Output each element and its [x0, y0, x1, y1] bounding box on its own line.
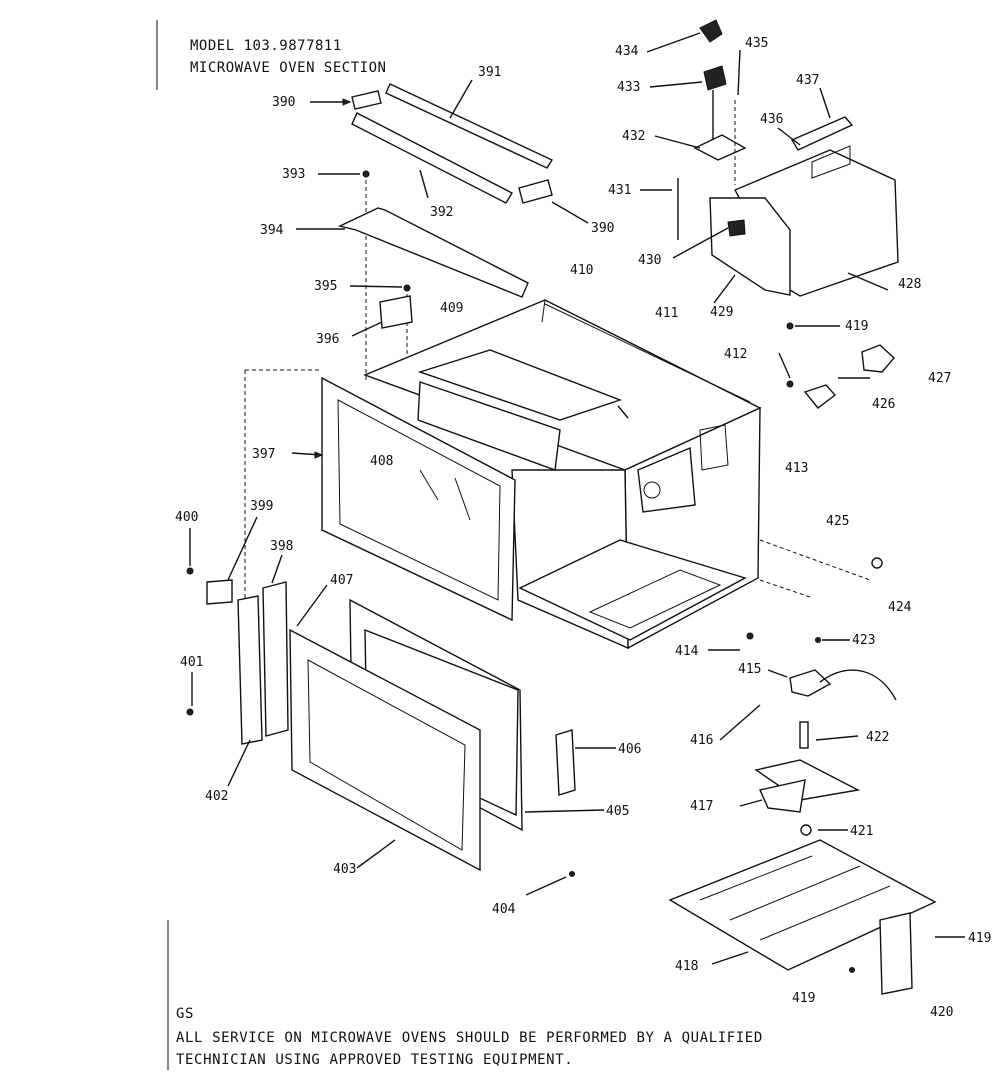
part-label-418: 418 [675, 959, 698, 974]
part-labels: 390 391 392 390 393 394 395 396 397 398 … [175, 36, 991, 1020]
part-label-401: 401 [180, 655, 203, 670]
part-label-419: 419 [845, 319, 868, 334]
service-notice-line-1: ALL SERVICE ON MICROWAVE OVENS SHOULD BE… [176, 1030, 763, 1046]
oven-cavity [363, 299, 883, 650]
part-label-428: 428 [898, 277, 921, 292]
part-label-398: 398 [270, 539, 293, 554]
part-label-391: 391 [478, 65, 501, 80]
section-title: MICROWAVE OVEN SECTION [190, 60, 387, 76]
part-label-402: 402 [205, 789, 228, 804]
part-label-412: 412 [724, 347, 747, 362]
part-label-415: 415 [738, 662, 761, 677]
part-label-420: 420 [930, 1005, 953, 1020]
part-label-425: 425 [826, 514, 849, 529]
part-label-408: 408 [370, 454, 393, 469]
door-frame [291, 376, 516, 622]
part-label-400: 400 [175, 510, 198, 525]
model-number: MODEL 103.9877811 [190, 38, 342, 54]
hinge-parts [186, 369, 320, 787]
part-label-406: 406 [618, 742, 641, 757]
part-label-426: 426 [872, 397, 895, 412]
part-label-413: 413 [785, 461, 808, 476]
part-label-407: 407 [330, 573, 353, 588]
part-label-414: 414 [675, 644, 699, 659]
fan-and-base [617, 344, 965, 995]
part-label-431: 431 [608, 183, 631, 198]
part-label-411: 411 [655, 306, 678, 321]
part-label-410: 410 [570, 263, 593, 278]
part-label-404: 404 [492, 902, 516, 917]
part-label-430: 430 [638, 253, 661, 268]
top-trim-rails [310, 79, 589, 224]
part-label-392: 392 [430, 205, 453, 220]
part-label-421: 421 [850, 824, 873, 839]
part-label-419: 419 [968, 931, 991, 946]
part-label-427: 427 [928, 371, 951, 386]
part-label-409: 409 [440, 301, 463, 316]
footer-code: GS [176, 1006, 195, 1022]
part-label-429: 429 [710, 305, 733, 320]
part-label-435: 435 [745, 36, 768, 51]
part-label-395: 395 [314, 279, 337, 294]
part-label-423: 423 [852, 633, 875, 648]
part-label-416: 416 [690, 733, 713, 748]
part-label-432: 432 [622, 129, 645, 144]
part-label-403: 403 [333, 862, 356, 877]
part-label-434: 434 [615, 44, 639, 59]
waveguide-assembly [640, 19, 899, 330]
part-label-393: 393 [282, 167, 305, 182]
part-label-433: 433 [617, 80, 640, 95]
part-label-417: 417 [690, 799, 713, 814]
part-label-390: 390 [272, 95, 295, 110]
part-label-405: 405 [606, 804, 629, 819]
part-label-390: 390 [591, 221, 614, 236]
door-assembly [289, 584, 616, 896]
part-label-437: 437 [796, 73, 819, 88]
part-label-394: 394 [260, 223, 284, 238]
part-label-422: 422 [866, 730, 889, 745]
part-label-419: 419 [792, 991, 815, 1006]
part-label-424: 424 [888, 600, 912, 615]
part-label-436: 436 [760, 112, 783, 127]
top-bracket-group [296, 170, 529, 385]
service-notice-line-2: TECHNICIAN USING APPROVED TESTING EQUIPM… [176, 1052, 574, 1068]
part-label-399: 399 [250, 499, 273, 514]
part-label-396: 396 [316, 332, 339, 347]
part-label-397: 397 [252, 447, 275, 462]
